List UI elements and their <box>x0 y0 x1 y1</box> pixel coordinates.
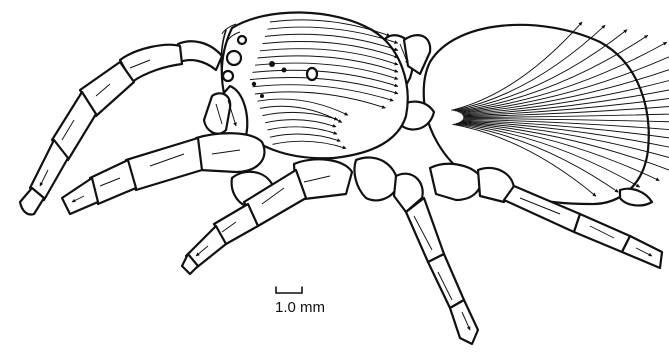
posterior-median-eye <box>238 36 246 44</box>
spinnerets <box>620 189 652 206</box>
leg-2 <box>62 133 264 214</box>
anterior-median-eye <box>227 51 241 65</box>
scale-bar: 1.0 mm <box>275 287 325 316</box>
leg-3 <box>182 159 352 274</box>
anterior-lateral-eye <box>223 71 233 81</box>
scale-bar-label: 1.0 mm <box>275 299 325 316</box>
posterior-lateral-eye <box>307 68 317 80</box>
